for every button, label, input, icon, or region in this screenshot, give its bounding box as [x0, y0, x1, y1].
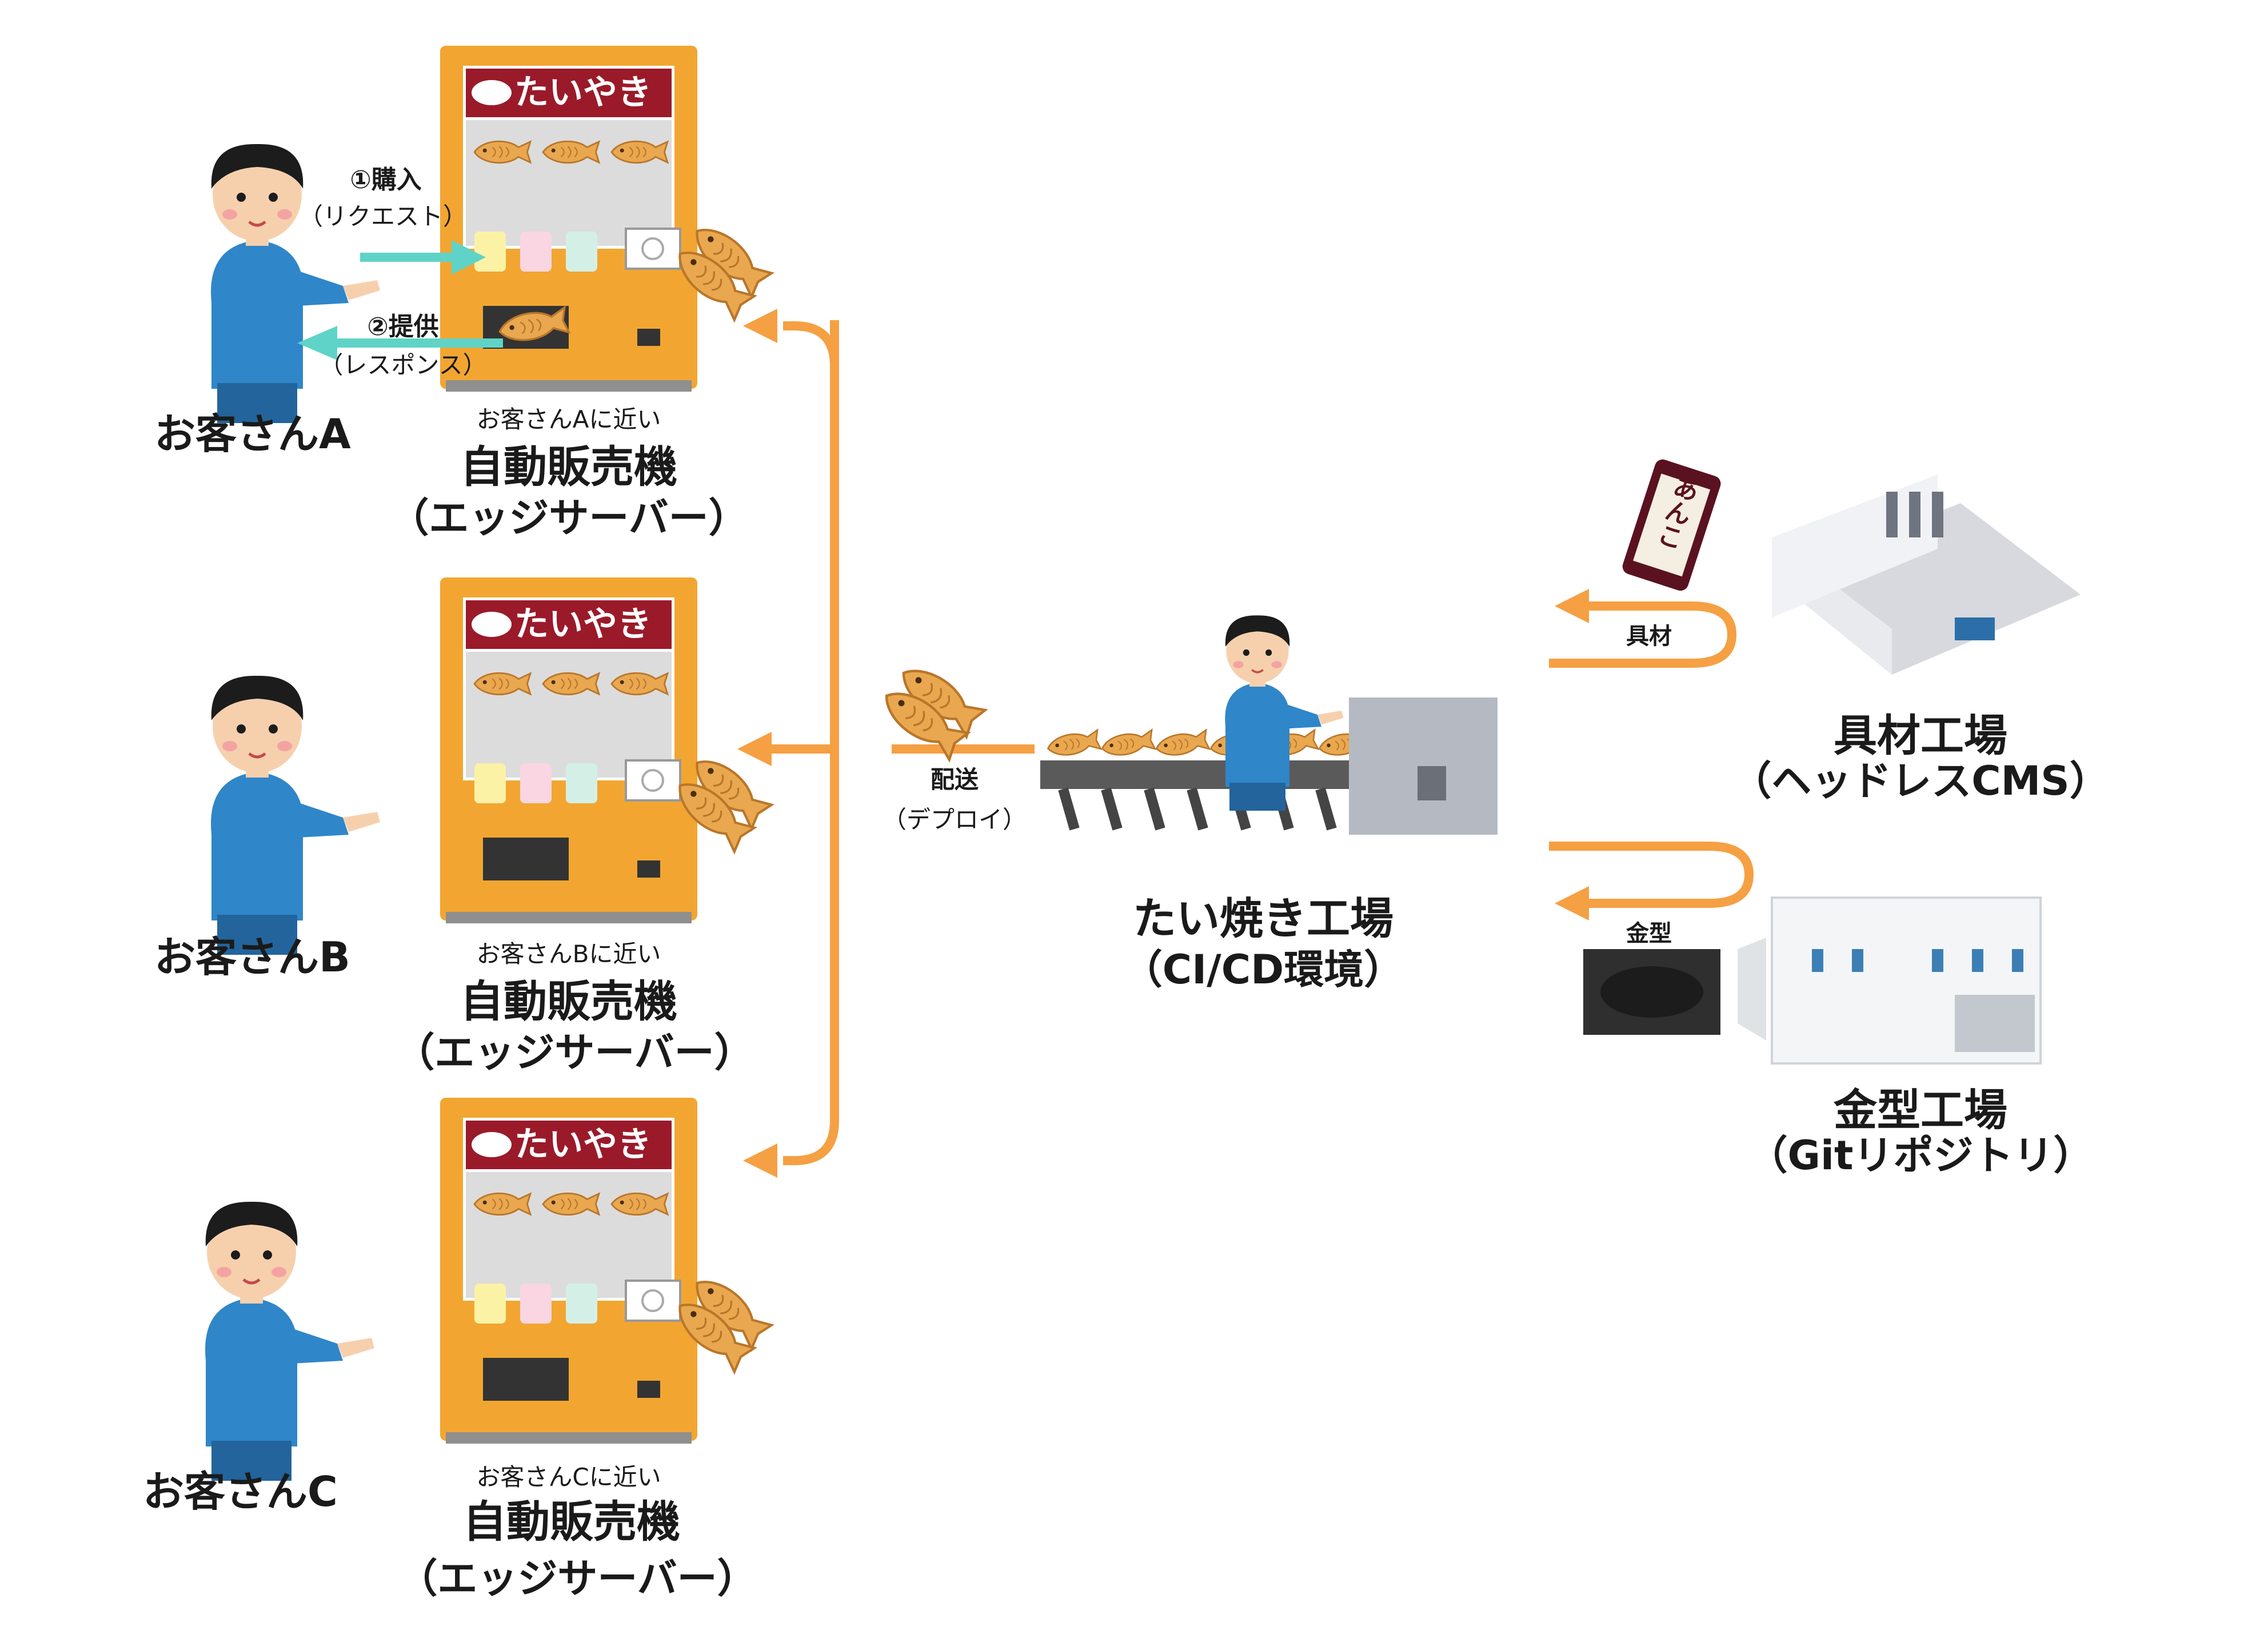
factory-title: たい焼き工場	[1133, 893, 1393, 944]
coin-slot	[625, 1280, 681, 1322]
vm-a-near-label: お客さんAに近い	[476, 405, 661, 433]
coin-slot	[625, 228, 681, 270]
vending-machine-a: たいやき	[440, 46, 697, 392]
provide-label: ②提供	[367, 312, 439, 341]
vending-sign-text: たいやき	[514, 1125, 652, 1165]
dispense-slot	[483, 838, 569, 880]
mold-flow-label: 金型	[1626, 920, 1672, 947]
vm-c-subtitle: （エッジサーバー）	[397, 1555, 757, 1602]
factory-subtitle: （CI/CD環境）	[1122, 946, 1404, 993]
customer-b-figure	[211, 676, 380, 955]
select-button	[566, 763, 597, 803]
select-button	[520, 1284, 552, 1324]
purchase-label: ①購入	[350, 165, 422, 194]
deploy-branch-a	[783, 321, 839, 366]
request-arrowhead	[452, 240, 486, 274]
mold-arrowhead	[1555, 886, 1589, 920]
sign-fish-icon	[472, 1132, 512, 1157]
conveyor-taiyaki-icon	[1154, 728, 1211, 759]
vm-c-title: 自動販売機	[463, 1496, 680, 1547]
sign-fish-icon	[472, 612, 512, 637]
window	[1972, 949, 1983, 972]
select-button	[566, 1284, 597, 1324]
mold-fish-icon	[1600, 966, 1703, 1018]
mold-factory-illustration	[1738, 896, 2042, 1065]
purchase-sub-label: （リクエスト）	[298, 202, 467, 230]
vm-c-near-label: お客さんCに近い	[476, 1463, 661, 1491]
customer-c-figure	[205, 1202, 374, 1481]
mold-factory-subtitle: （Gitリポジトリ）	[1747, 1132, 2094, 1179]
taiyaki-factory-illustration	[1040, 614, 1498, 835]
chimney	[1909, 492, 1920, 537]
ingredients-flow-label: 具材	[1626, 623, 1672, 649]
select-button	[474, 763, 506, 803]
window	[2012, 949, 2023, 972]
conveyor-taiyaki-icon	[1045, 728, 1102, 759]
deploy-label: 配送	[930, 766, 979, 794]
response-arrowhead	[297, 326, 337, 360]
select-button	[474, 1284, 506, 1324]
chimney	[1886, 492, 1898, 537]
vm-a-subtitle: （エッジサーバー）	[389, 495, 749, 541]
chimney	[1932, 492, 1943, 537]
provide-sub-label: （レスポンス）	[319, 351, 487, 379]
vm-b-title: 自動販売機	[460, 976, 677, 1027]
customer-c-label: お客さんC	[143, 1468, 338, 1516]
coin-slot	[625, 759, 681, 802]
select-button	[520, 232, 552, 272]
select-button	[474, 232, 506, 272]
window	[1852, 949, 1863, 972]
vending-machine-c: たいやき	[440, 1098, 697, 1444]
anko-package-icon: あんこ	[1622, 459, 1721, 591]
deploy-arrowhead-b	[737, 732, 772, 766]
vm-b-subtitle: （エッジサーバー）	[394, 1029, 754, 1076]
ingredients-factory-subtitle: （ヘッドレスCMS）	[1731, 758, 2110, 804]
vending-sign-text: たいやき	[514, 73, 652, 113]
mold-factory-title: 金型工場	[1834, 1085, 2007, 1135]
customer-b-label: お客さんB	[154, 933, 350, 981]
deploy-sub-label: （デプロイ）	[882, 806, 1027, 834]
deploy-arrowhead-c	[743, 1143, 777, 1178]
dispense-slot	[483, 1358, 569, 1401]
deploy-trunk	[783, 320, 840, 1165]
customer-a-label: お客さんA	[154, 410, 351, 458]
conveyor-taiyaki-icon	[1100, 728, 1156, 759]
vending-sign-text: たいやき	[514, 604, 652, 644]
select-button	[520, 763, 552, 803]
select-button	[566, 232, 597, 272]
ingredients-factory-title: 具材工場	[1834, 710, 2007, 761]
vm-a-title: 自動販売機	[460, 441, 677, 492]
mold-arrow	[1549, 842, 1754, 908]
vending-machine-b: たいやき	[440, 577, 697, 923]
vm-b-near-label: お客さんBに近い	[476, 940, 661, 968]
window	[1932, 949, 1943, 972]
truck-icon	[1955, 617, 1995, 640]
deploy-arrowhead-a	[743, 309, 777, 343]
ingredients-arrow	[1549, 601, 1737, 668]
conveyor-belt	[1040, 760, 1395, 789]
sign-fish-icon	[472, 80, 512, 105]
ingredients-factory-illustration	[1772, 475, 2081, 675]
ingredients-arrowhead	[1555, 589, 1589, 623]
window	[1812, 949, 1823, 972]
